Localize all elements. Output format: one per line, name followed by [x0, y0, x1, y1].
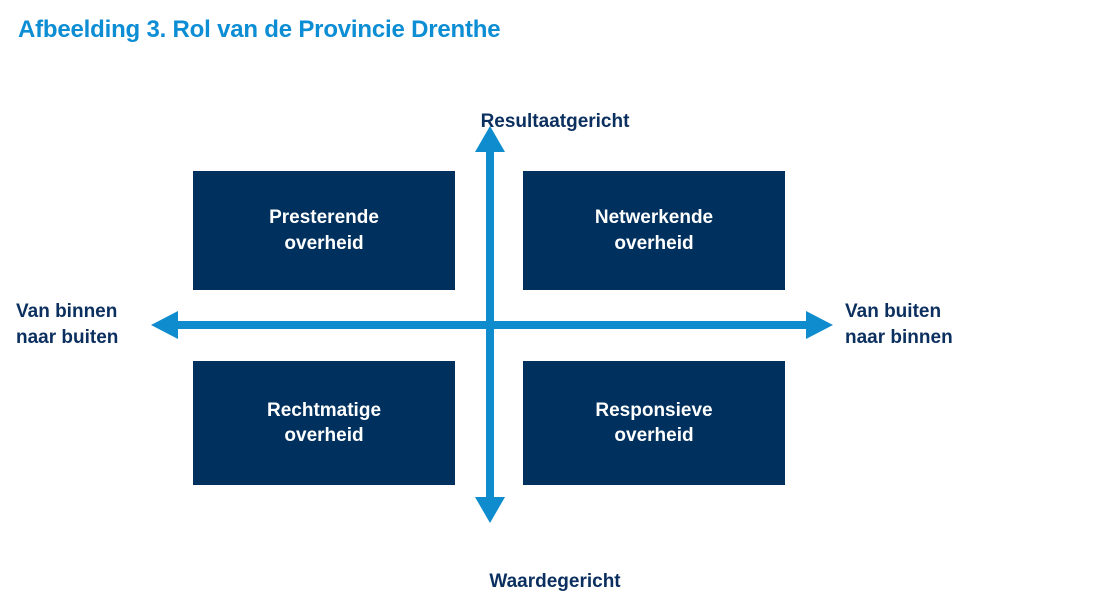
quadrant-label: Rechtmatige overheid: [266, 399, 382, 446]
quadrant-netwerkende-overheid: Netwerkende overheid: [523, 171, 785, 290]
quadrant-presterende-overheid: Presterende overheid: [193, 171, 455, 290]
axis-label-top-text: Resultaatgericht: [480, 110, 630, 132]
axis-label-right: Van buiten naar binnen: [845, 301, 953, 348]
quadrant-rechtmatige-overheid: Rechtmatige overheid: [193, 361, 455, 485]
axis-label-bottom-text: Waardegericht: [489, 570, 621, 592]
axis-label-bottom: Waardegericht: [0, 543, 1098, 594]
arrow-left-icon: [151, 311, 178, 339]
horizontal-axis-shaft: [166, 321, 820, 329]
axis-label-left: Van binnen naar buiten: [16, 301, 119, 348]
vertical-axis-shaft: [486, 140, 494, 508]
quadrant-label: Presterende overheid: [269, 207, 379, 254]
quadrant-responsieve-overheid: Responsieve overheid: [523, 361, 785, 485]
axis-label-top: Resultaatgericht: [0, 83, 1098, 134]
page-title: Afbeelding 3. Rol van de Provincie Drent…: [18, 16, 501, 43]
arrow-right-icon: [806, 311, 833, 339]
arrow-down-icon: [475, 497, 505, 523]
quadrant-label: Netwerkende overheid: [594, 207, 714, 254]
quadrant-label: Responsieve overheid: [595, 399, 713, 446]
